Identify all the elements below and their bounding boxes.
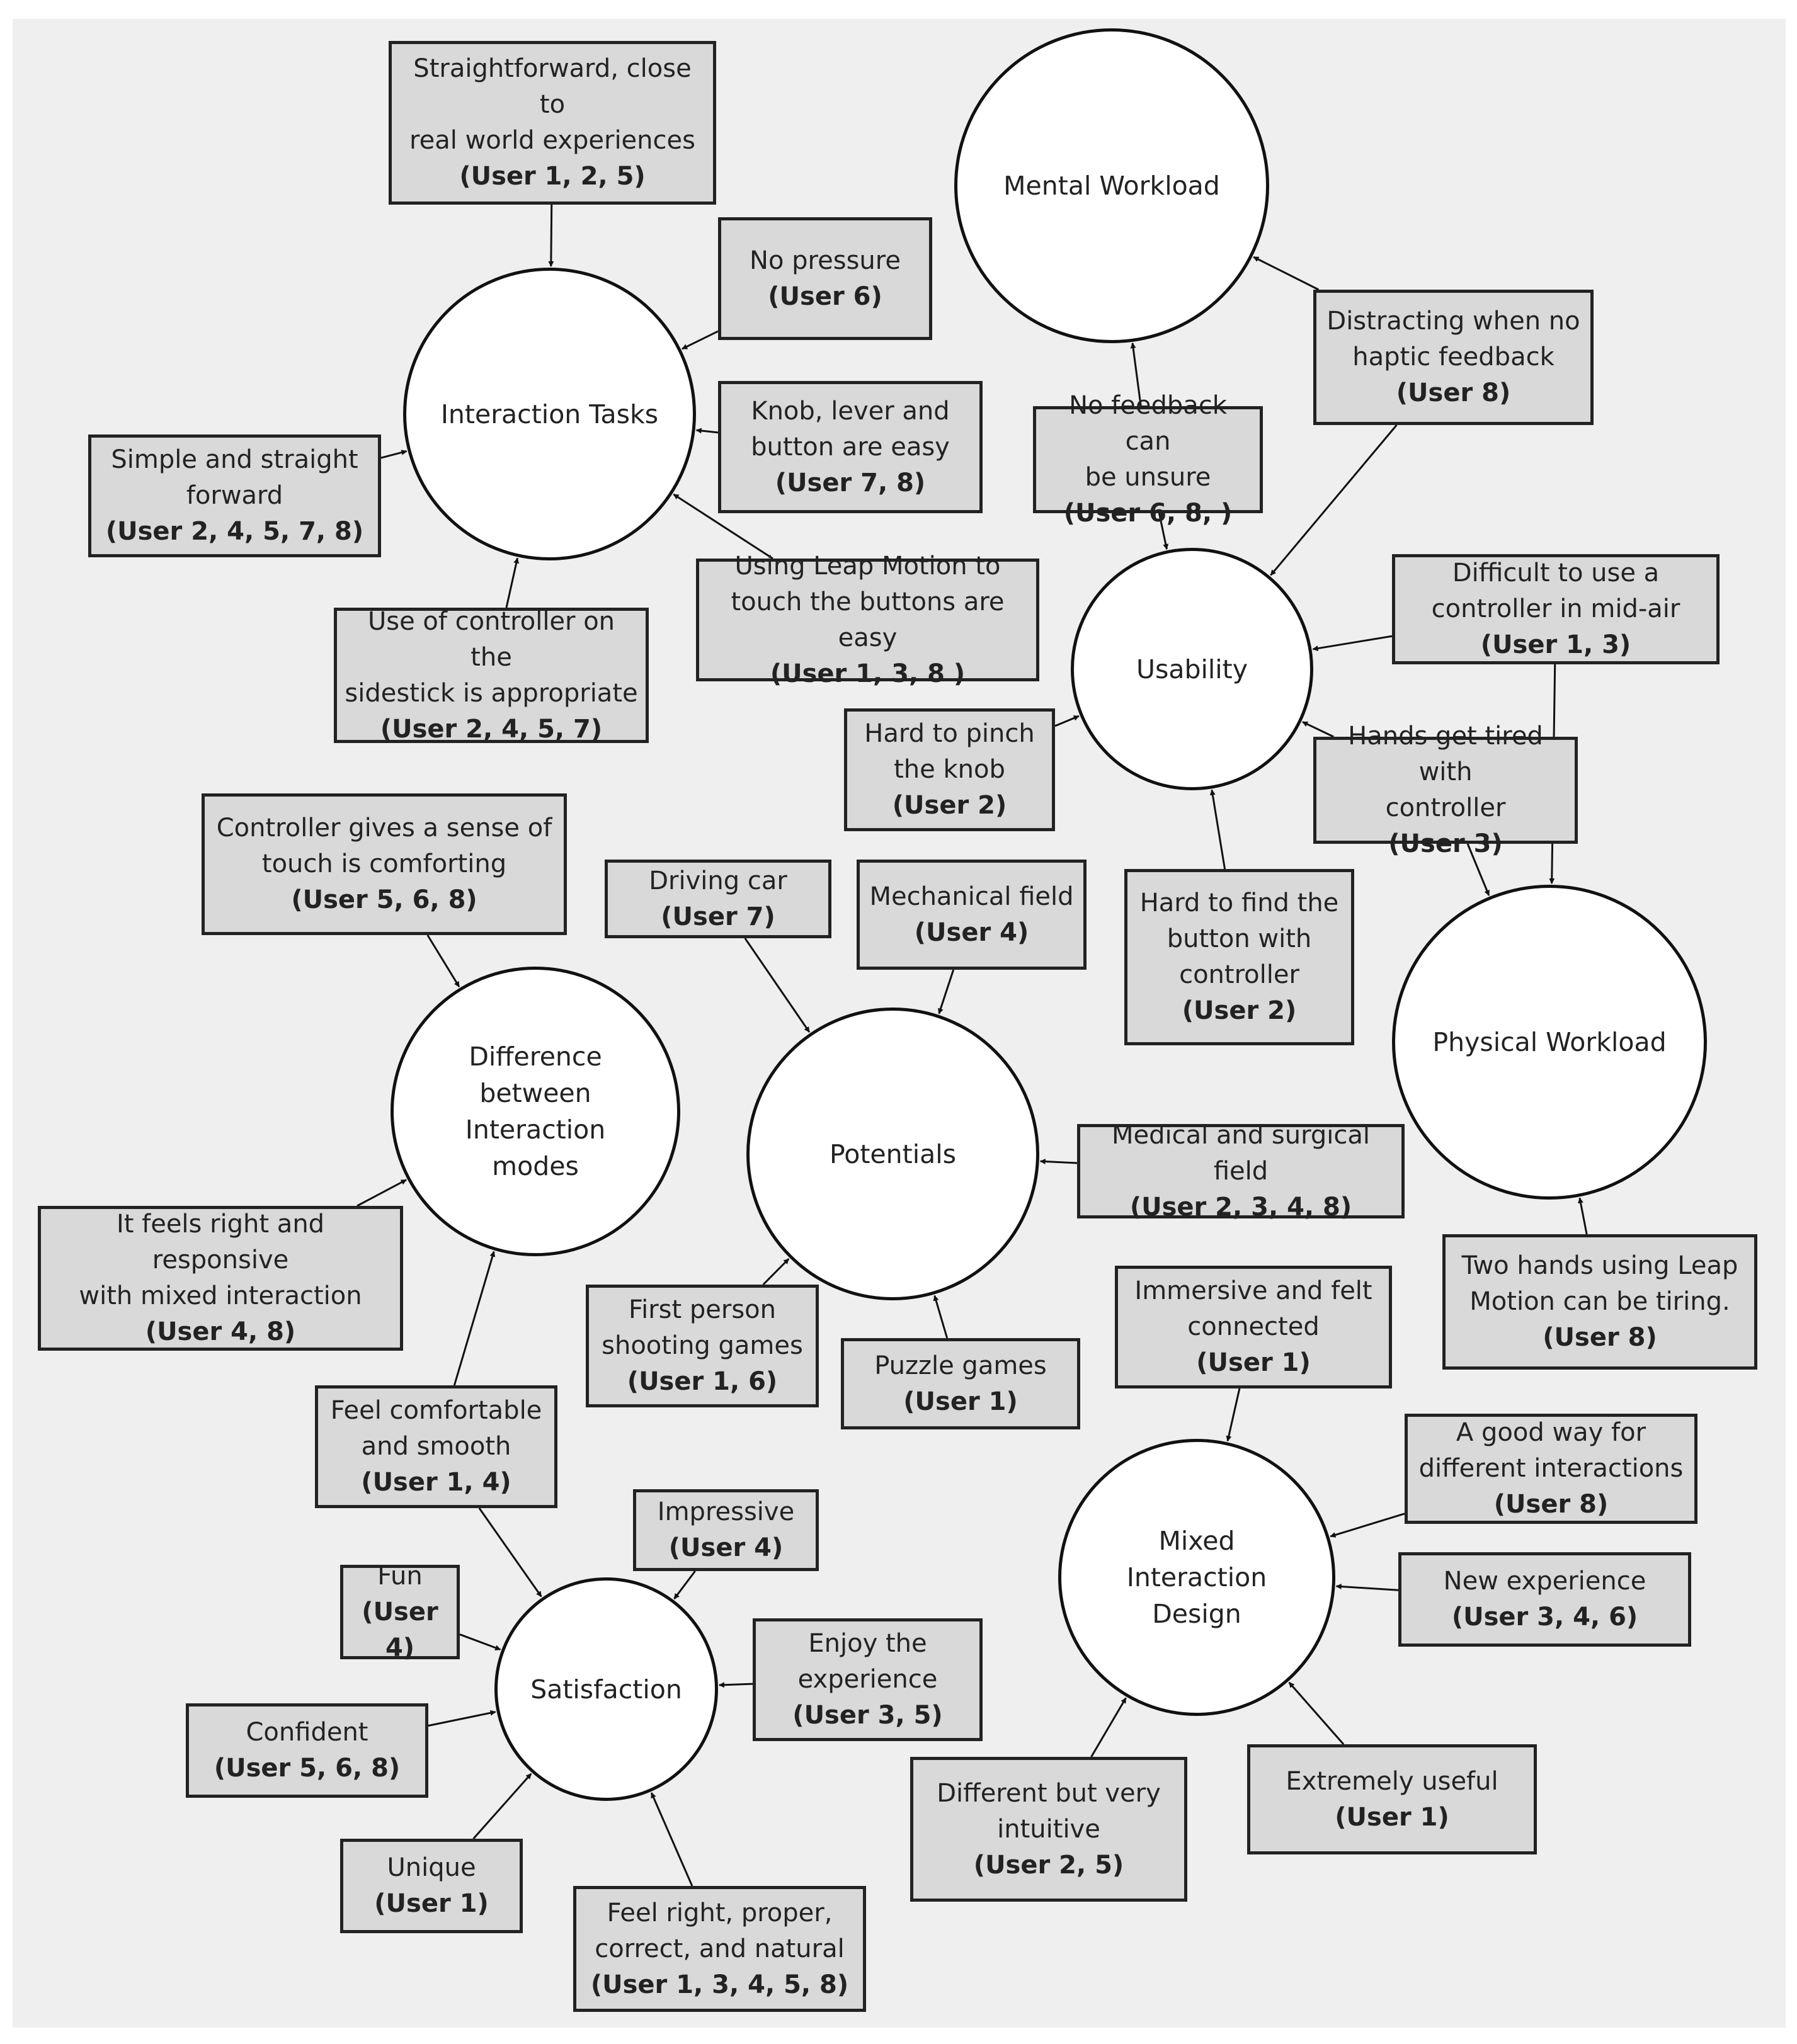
- theme-interaction-tasks: Interaction Tasks: [403, 268, 696, 560]
- edge-arrow: [762, 1258, 790, 1286]
- edge-arrow: [1090, 1697, 1127, 1757]
- comment-box: Driving car(User 7): [605, 860, 831, 938]
- comment-box: First person shooting games(User 1, 6): [586, 1285, 819, 1407]
- edge-arrow: [1270, 424, 1398, 576]
- edge-arrow: [1253, 256, 1320, 291]
- edge-arrow: [1039, 1159, 1078, 1165]
- edge-arrow: [459, 1633, 501, 1651]
- edge-arrow: [1466, 843, 1490, 896]
- edge-arrow: [1335, 1584, 1399, 1591]
- comment-box: Straightforward, close to real world exp…: [389, 41, 716, 205]
- edge-arrow: [1130, 342, 1142, 407]
- theme-potentials: Potentials: [746, 1008, 1039, 1300]
- comment-box: Two hands using Leap Motion can be tirin…: [1442, 1234, 1757, 1370]
- edge-arrow: [1330, 1513, 1405, 1538]
- comment-box: Hard to pinch the knob(User 2): [844, 708, 1055, 831]
- edge-arrow: [1578, 1197, 1588, 1235]
- comment-box: Confident(User 5, 6, 8): [186, 1703, 428, 1798]
- comment-box: Hard to find the button with controller(…: [1124, 869, 1354, 1045]
- comment-box: Enjoy the experience(User 3, 5): [753, 1618, 983, 1741]
- edge-arrow: [718, 1682, 753, 1688]
- edge-arrow: [428, 1710, 496, 1727]
- edge-arrow: [478, 1507, 542, 1598]
- edge-arrow: [505, 557, 520, 608]
- comment-box: A good way for different interactions(Us…: [1405, 1414, 1697, 1524]
- edge-arrow: [1302, 721, 1334, 738]
- edge-arrow: [1158, 513, 1169, 550]
- comment-box: Hands get tired with controller(User 3): [1313, 722, 1578, 858]
- comment-box: Medical and surgical field(User 2, 3, 4,…: [1077, 1121, 1405, 1222]
- comment-box: Use of controller on the sidestick is ap…: [334, 607, 649, 744]
- comment-box: Unique(User 1): [340, 1839, 523, 1933]
- comment-box: Feel right, proper, correct, and natural…: [573, 1886, 866, 2012]
- comment-box: Fun(User 4): [340, 1562, 460, 1662]
- comment-box: Distracting when no haptic feedback(User…: [1313, 290, 1594, 425]
- comment-box: Puzzle games(User 1): [841, 1338, 1080, 1429]
- edge-arrow: [1288, 1681, 1345, 1745]
- edge-arrow: [1312, 635, 1393, 652]
- theme-usability: Usability: [1071, 548, 1313, 790]
- comment-box: Mechanical field(User 4): [857, 860, 1087, 970]
- comment-box: No feedback can be unsure(User 6, 8, ): [1033, 391, 1263, 528]
- comment-box: Extremely useful(User 1): [1247, 1744, 1537, 1854]
- edge-arrow: [938, 969, 955, 1014]
- edge-arrow: [380, 450, 408, 459]
- comment-box: Immersive and felt connected(User 1): [1115, 1266, 1392, 1388]
- comment-box: Simple and straight forward(User 2, 4, 5…: [88, 434, 381, 557]
- theme-satisfaction: Satisfaction: [494, 1577, 718, 1801]
- theme-mental-workload: Mental Workload: [954, 28, 1269, 343]
- edge-arrow: [673, 493, 773, 560]
- edge-arrow: [426, 934, 460, 987]
- edge-arrow: [933, 1295, 949, 1339]
- theme-mixed-interaction-design: Mixed Interaction Design: [1058, 1439, 1335, 1716]
- comment-box: Different but very intuitive(User 2, 5): [910, 1757, 1187, 1902]
- comment-box: Feel comfortable and smooth(User 1, 4): [315, 1385, 557, 1508]
- edge-arrow: [744, 938, 811, 1033]
- comment-box: It feels right and responsive with mixed…: [38, 1206, 403, 1351]
- edge-arrow: [472, 1773, 532, 1839]
- edge-arrow: [357, 1179, 407, 1207]
- edge-arrow: [682, 330, 719, 350]
- comment-box: Impressive(User 4): [633, 1489, 819, 1571]
- theme-difference-between-modes: Difference between Interaction modes: [391, 967, 680, 1256]
- edge-arrow: [453, 1251, 496, 1386]
- comment-box: Difficult to use a controller in mid-air…: [1392, 554, 1720, 664]
- edge-arrow: [548, 204, 554, 267]
- edge-arrow: [1209, 789, 1226, 870]
- comment-box: Using Leap Motion to touch the buttons a…: [696, 552, 1039, 688]
- edge-arrow: [1054, 715, 1080, 727]
- theme-physical-workload: Physical Workload: [1392, 885, 1707, 1200]
- comment-box: No pressure(User 6): [718, 217, 932, 340]
- comment-box: New experience(User 3, 4, 6): [1398, 1552, 1691, 1647]
- edge-arrow: [673, 1570, 696, 1599]
- edge-arrow: [695, 428, 719, 434]
- edge-arrow: [650, 1792, 693, 1887]
- comment-box: Knob, lever and button are easy(User 7, …: [718, 381, 983, 513]
- comment-box: Controller gives a sense of touch is com…: [202, 793, 567, 935]
- edge-arrow: [1226, 1388, 1241, 1442]
